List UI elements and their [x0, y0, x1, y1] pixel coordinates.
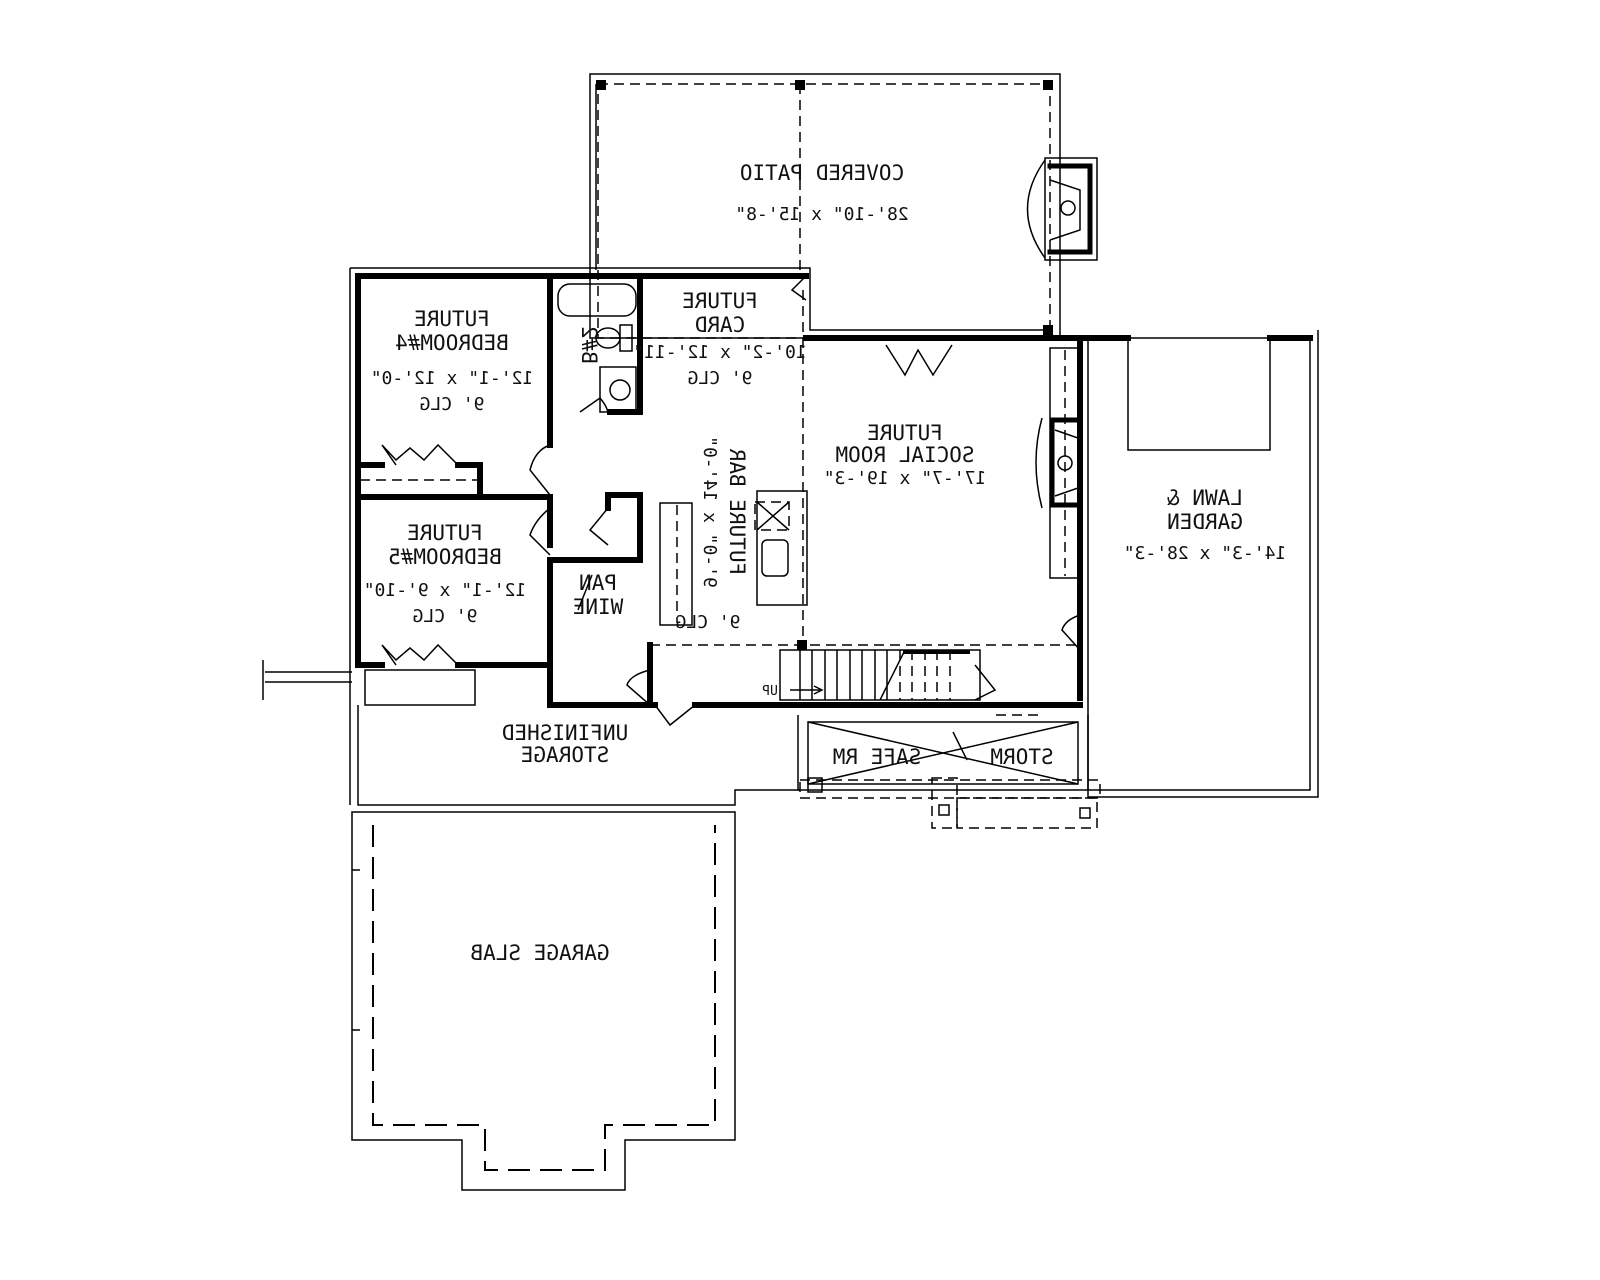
interior-walls	[355, 273, 1080, 706]
lawn-garden-label: LAWN & GARDEN 14'-3" x 28'-3"	[1124, 486, 1287, 564]
bedroom5-line2: BEDROOM#5	[388, 545, 502, 569]
garage-label: GARAGE SLAB	[470, 941, 609, 965]
patio-fireplace	[1026, 157, 1098, 261]
social-size: 17'-7" x 19'-3"	[824, 468, 987, 489]
storage-label: UNFINISHED STORAGE	[502, 721, 628, 767]
staircase[interactable]	[779, 649, 981, 701]
social-line2: SOCIAL ROOM	[835, 443, 974, 467]
social-fireplace	[1035, 347, 1083, 579]
lawn-size: 14'-3" x 28'-3"	[1124, 543, 1287, 564]
bar-label: FUTURE BAR 9'-0" x 14'-0"	[699, 436, 749, 588]
bar-ceiling: 9' CLG	[675, 612, 740, 633]
covered-patio-name: COVERED PATIO	[740, 161, 904, 185]
bar-island	[659, 490, 808, 626]
garage-slab	[352, 825, 716, 1171]
bath2-label: B#2	[577, 326, 601, 364]
storm-line1: STORM	[990, 745, 1053, 769]
bedroom5-size: 12'-1" x 9'-10"	[364, 580, 527, 601]
bedroom5-label: FUTURE BEDROOM#5 12'-1" x 9'-10" 9' CLG	[364, 521, 527, 627]
garage-name: GARAGE SLAB	[470, 941, 609, 965]
card-size: 10'-2" x 12'-11"	[633, 342, 806, 363]
storm-safe-room	[797, 714, 1101, 829]
bedroom4-ceiling: 9' CLG	[419, 394, 484, 415]
bedroom5-ceiling: 9' CLG	[412, 606, 477, 627]
unfinished-storage	[262, 660, 800, 1191]
bedroom4-line1: FUTURE	[414, 307, 490, 331]
lawn-line1: LAWN &	[1167, 486, 1243, 510]
card-ceiling: 9' CLG	[687, 368, 752, 389]
bedroom4-label: FUTURE BEDROOM#4 12'-1" x 12'-0" 9' CLG	[371, 307, 534, 415]
card-label: FUTURE CARD 10'-2" x 12'-11" 9' CLG	[633, 289, 806, 389]
bedroom4-size: 12'-1" x 12'-0"	[371, 368, 534, 389]
safe-rm-label: SAFE RM	[833, 745, 922, 769]
bar-ceiling-label: 9' CLG	[675, 612, 740, 633]
storm-line2: SAFE RM	[833, 745, 922, 769]
pantry-label: PAN WINE	[573, 571, 624, 619]
bar-line1: FUTURE BAR	[725, 448, 749, 575]
card-line1: FUTURE	[682, 289, 758, 313]
storm-label: STORM	[990, 745, 1053, 769]
storage-line1: UNFINISHED	[502, 721, 628, 745]
bedroom4-line2: BEDROOM#4	[395, 331, 509, 355]
storage-line2: STORAGE	[521, 743, 610, 767]
pantry-line2: WINE	[573, 595, 624, 619]
bar-size: 9'-0" x 14'-0"	[699, 436, 720, 588]
stairs-up: UP	[762, 684, 778, 699]
bath2-name: B#2	[577, 326, 601, 364]
covered-patio-size: 28'-10" x 15'-8"	[735, 204, 908, 225]
stairs-up-label: UP	[762, 684, 778, 699]
lawn-line2: GARDEN	[1167, 510, 1243, 534]
bedroom5-line1: FUTURE	[407, 521, 483, 545]
social-line1: FUTURE	[867, 421, 943, 445]
card-line2: CARD	[695, 313, 746, 337]
bath-fixtures	[557, 283, 637, 413]
covered-patio-label: COVERED PATIO 28'-10" x 15'-8"	[735, 161, 908, 225]
social-room-label: FUTURE SOCIAL ROOM 17'-7" x 19'-3"	[824, 421, 987, 489]
doors	[381, 275, 1081, 727]
